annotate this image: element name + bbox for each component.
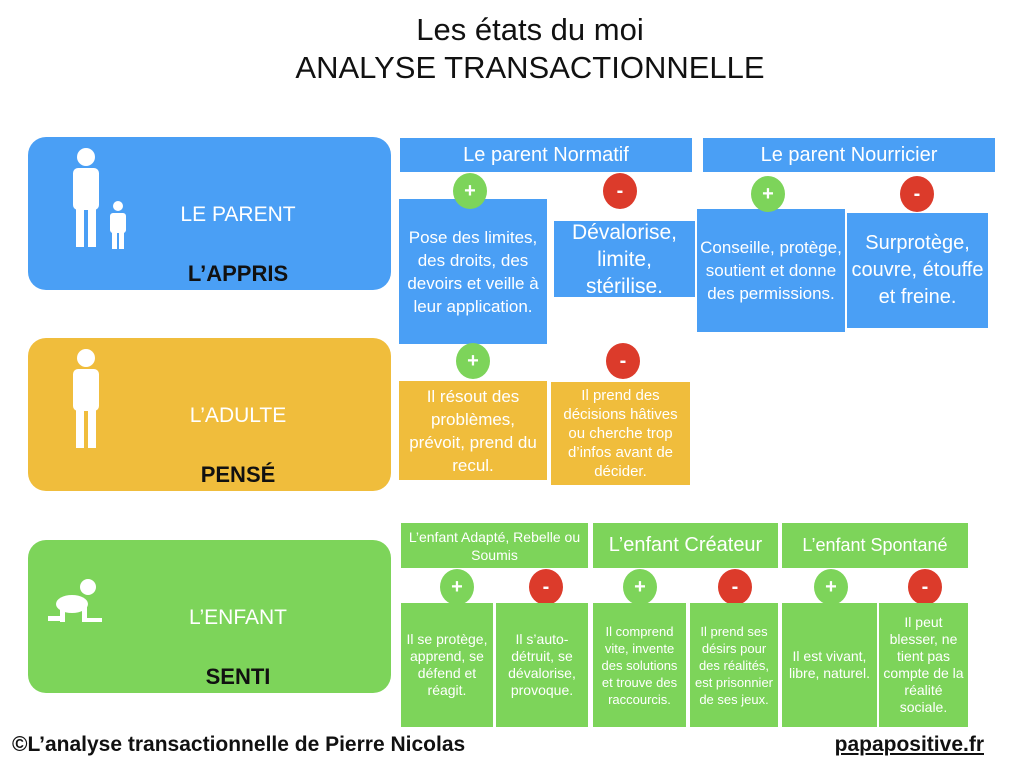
enfant-label: L’ENFANT (188, 606, 288, 629)
spontane-minus-text: Il peut blesser, ne tient pas compte de … (879, 603, 968, 727)
nourricier-plus-icon: + (751, 176, 785, 212)
title-line1: Les états du moi (416, 12, 644, 47)
adapte-header: L’enfant Adapté, Rebelle ou Soumis (401, 523, 588, 568)
spontane-plus-text: Il est vivant, libre, naturel. (782, 603, 877, 727)
nourricier-plus-text: Conseille, protège, soutient et donne de… (697, 209, 845, 332)
adulte-plus-text: Il résout des problèmes, prévoit, prend … (399, 381, 547, 480)
normatif-minus-text: Dévalorise, limite, stérilise. (554, 221, 695, 298)
createur-header: L’enfant Créateur (593, 523, 778, 568)
enfant-sub: SENTI (205, 664, 271, 689)
createur-plus-icon: + (623, 569, 657, 605)
crawling-baby-icon (48, 579, 102, 622)
adult-icon (73, 349, 99, 448)
title-line2: ANALYSE TRANSACTIONNELLE (295, 50, 765, 85)
adulte-label: L’ADULTE (189, 404, 287, 427)
spontane-minus-icon: - (908, 569, 942, 605)
createur-minus-text: Il prend ses désirs pour des réalités, e… (690, 603, 778, 727)
adulte-plus-icon: + (456, 343, 490, 379)
parent-panel: LE PARENT L’APPRIS (28, 137, 391, 290)
spontane-plus-icon: + (814, 569, 848, 605)
enfant-panel: L’ENFANT SENTI (28, 540, 391, 693)
nourricier-header: Le parent Nourricier (703, 138, 995, 172)
parent-sub: L’APPRIS (187, 261, 289, 286)
adapte-minus-text: Il s’auto-détruit, se dévalorise, provoq… (496, 603, 588, 727)
adulte-sub: PENSÉ (200, 462, 276, 487)
nourricier-minus-text: Surprotège, couvre, étouffe et freine. (847, 213, 988, 328)
spontane-header: L’enfant Spontané (782, 523, 968, 568)
normatif-plus-text: Pose des limites, des droits, des devoir… (399, 199, 547, 344)
normatif-plus-icon: + (453, 173, 487, 209)
normatif-header: Le parent Normatif (400, 138, 692, 172)
adult-child-icon (73, 148, 126, 249)
nourricier-minus-icon: - (900, 176, 934, 212)
site-link[interactable]: papapositive.fr (834, 733, 984, 756)
adapte-plus-text: Il se protège, apprend, se défend et réa… (401, 603, 493, 727)
createur-plus-text: Il comprend vite, invente des solutions … (593, 603, 686, 727)
adapte-minus-icon: - (529, 569, 563, 605)
adulte-minus-text: Il prend des décisions hâtives ou cherch… (551, 382, 690, 485)
adapte-plus-icon: + (440, 569, 474, 605)
normatif-minus-icon: - (603, 173, 637, 209)
createur-minus-icon: - (718, 569, 752, 605)
copyright-text: ©L’analyse transactionnelle de Pierre Ni… (12, 733, 466, 756)
adulte-minus-icon: - (606, 343, 640, 379)
parent-label: LE PARENT (180, 203, 296, 226)
adulte-panel: L’ADULTE PENSÉ (28, 338, 391, 491)
